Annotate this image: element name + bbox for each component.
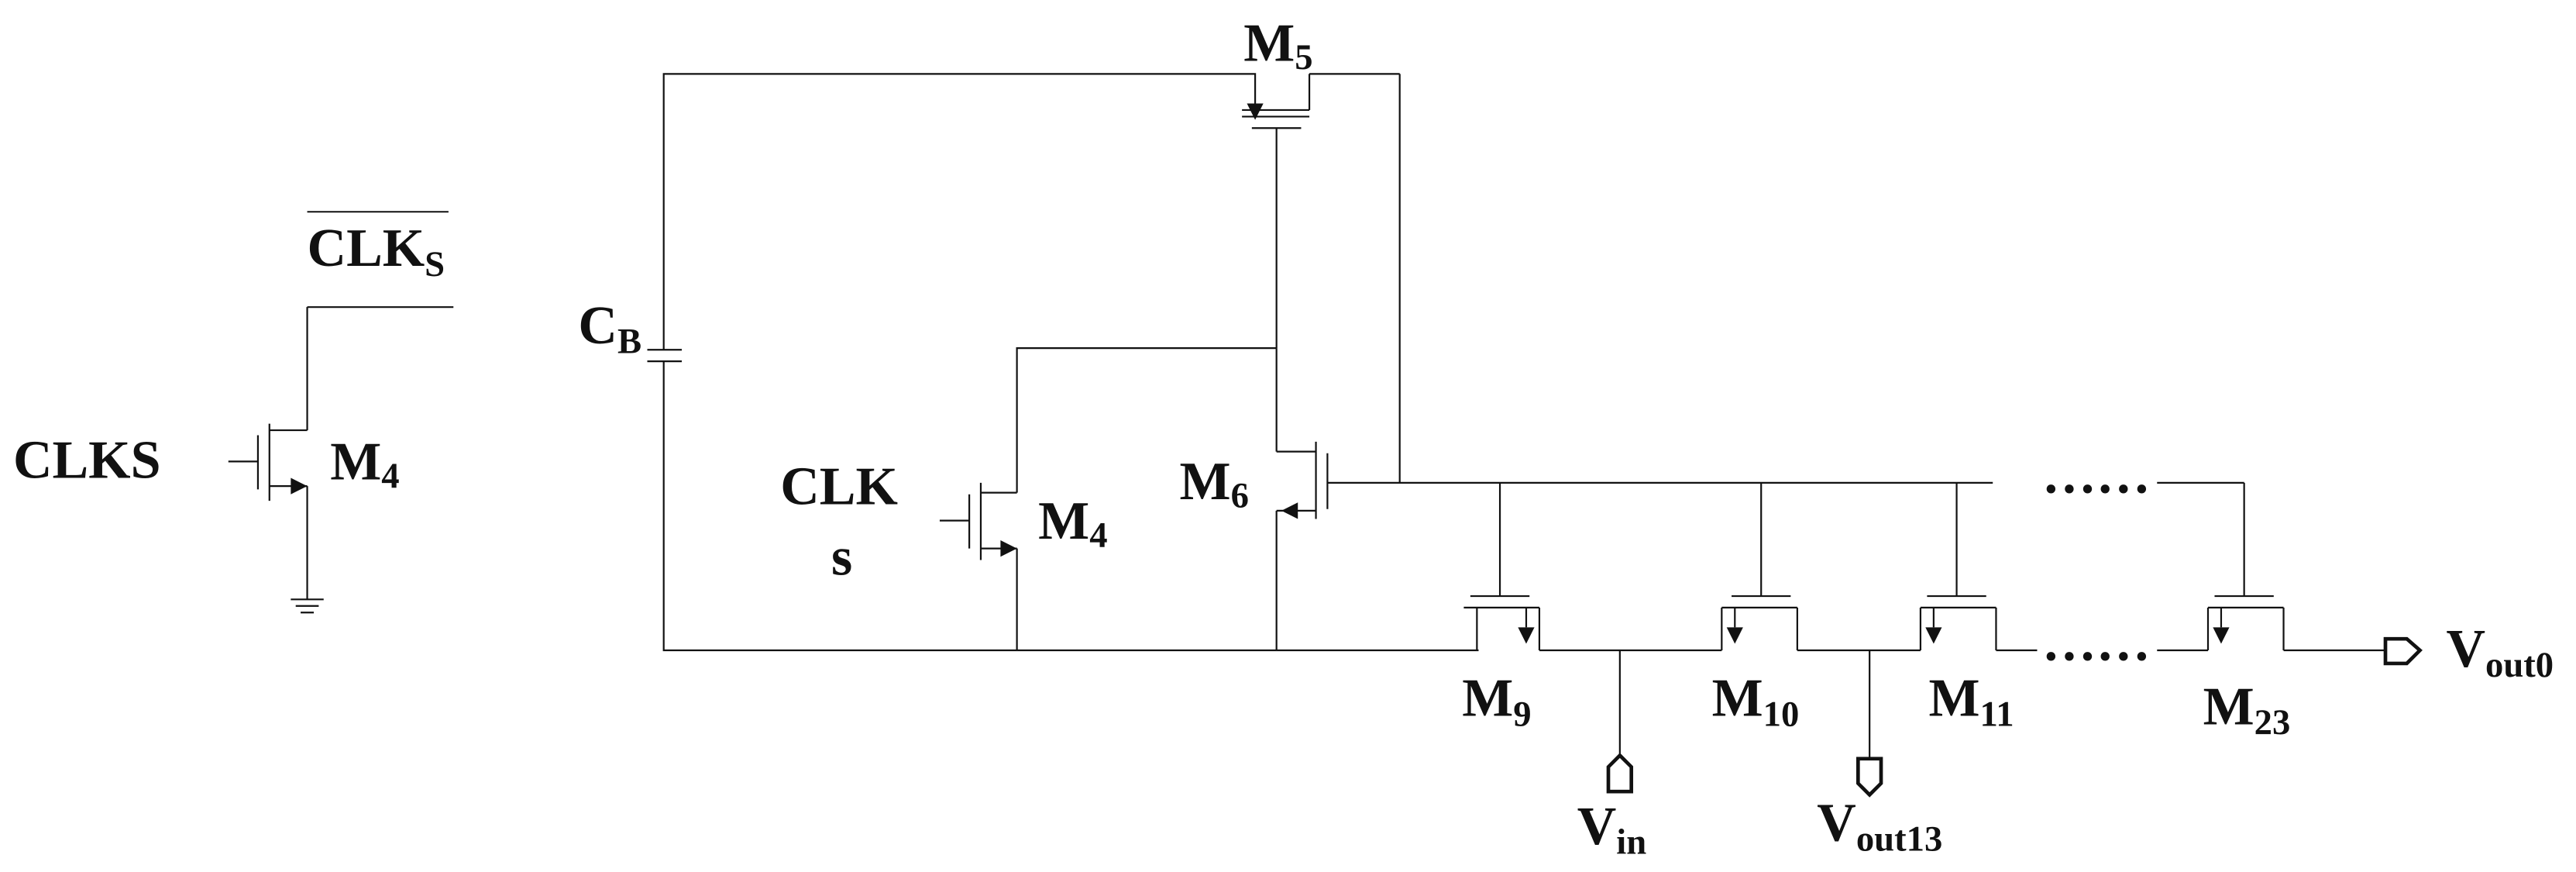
output-port-icon: [1855, 757, 1883, 798]
wires: [229, 74, 2423, 798]
ellipsis-top: ……: [2042, 446, 2151, 505]
m11-label: M11: [1929, 669, 2014, 735]
m4-left-label: M4: [330, 433, 399, 497]
switch-m9-icon: [1463, 483, 1539, 650]
ground-icon: [291, 599, 323, 612]
cb-label: CB: [578, 296, 641, 362]
clks-bar-label: CLKS: [308, 219, 445, 284]
m9-label: M9: [1462, 669, 1531, 735]
m4-mid-label: M4: [1038, 491, 1107, 556]
arrow-icon: [291, 477, 308, 495]
m10-label: M10: [1712, 669, 1800, 735]
nmos-transistor-m6-icon: [1277, 348, 1993, 650]
arrow-icon: [1925, 627, 1942, 644]
vout13-label: Vout13: [1817, 794, 1942, 860]
labels: CLKS CLKS M4 CB M5 CLK s M4 M6 M9 M10 M1…: [13, 13, 2554, 862]
nmos-transistor-m4-left-icon: [229, 307, 454, 599]
pmos-transistor-m5-icon: [1242, 74, 1400, 348]
top-wire: [664, 74, 1255, 350]
bottom-rail: [664, 361, 1479, 650]
vin-label: Vin: [1577, 797, 1647, 863]
s-mid-label: s: [831, 528, 852, 588]
ellipsis-bottom: ……: [2042, 613, 2151, 673]
input-port-icon: [1606, 753, 1634, 794]
vout0-label: Vout0: [2446, 619, 2554, 685]
mid-wire: [1017, 348, 1277, 492]
arrow-icon: [1726, 627, 1743, 644]
arrow-icon: [1281, 502, 1298, 519]
m5-label: M5: [1243, 13, 1312, 78]
capacitor-cb-icon: [647, 350, 682, 361]
switch-m23-icon: [2208, 483, 2284, 650]
switch-m11-icon: [1921, 483, 1996, 650]
clks-left-label: CLKS: [13, 431, 161, 491]
switch-m10-icon: [1721, 483, 1797, 650]
output-port-icon: [2383, 636, 2423, 666]
m23-label: M23: [2203, 677, 2291, 743]
arrow-icon: [2213, 627, 2230, 644]
arrow-icon: [1000, 540, 1017, 557]
arrow-icon: [1247, 103, 1264, 120]
m6-label: M6: [1180, 452, 1249, 516]
nmos-transistor-m4-mid-icon: [940, 483, 1017, 650]
clk-mid-label: CLK: [780, 457, 898, 516]
arrow-icon: [1518, 627, 1535, 644]
